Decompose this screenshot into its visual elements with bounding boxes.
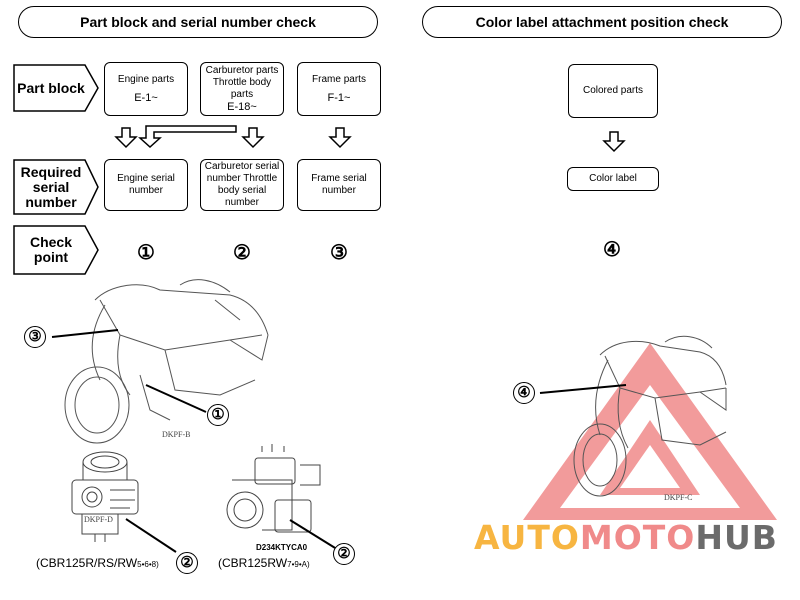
caption-sub: 7•9•A) — [287, 560, 310, 569]
part-block-label: Part block — [17, 79, 85, 96]
engine-serial-box: Engine serial number — [104, 159, 188, 211]
logo-part-2: MOTO — [579, 518, 696, 557]
logo-part-1: AUTO — [474, 518, 580, 557]
watermark-triangle — [523, 343, 777, 520]
serial-label: Engine serial number — [117, 173, 175, 196]
part-name: Carburetor parts Throttle body parts — [205, 65, 279, 100]
required-serial-label: Required serial number — [20, 163, 82, 210]
left-section-header: Part block and serial number check — [18, 6, 378, 38]
caption-main: (CBR125R/RS/RW — [36, 556, 138, 570]
caption-main: (CBR125RW — [218, 556, 288, 570]
color-label-text: Color label — [589, 173, 637, 184]
check-point-3: ③ — [329, 242, 349, 264]
fig-code-bike-left: DKPF-B — [162, 430, 191, 439]
callout-line — [145, 384, 207, 413]
tag-shape — [13, 64, 99, 112]
motorcycle-left-drawing — [64, 279, 269, 444]
watermark-logo: AUTOMOTOHUB — [474, 518, 778, 557]
colored-parts-label: Colored parts — [582, 85, 644, 96]
down-arrows — [114, 125, 626, 153]
callout-line — [51, 329, 119, 338]
check-point-tag: Check point — [13, 225, 99, 275]
arrow-down-icon — [241, 127, 265, 149]
part-block-tag: Part block — [13, 64, 99, 112]
frame-serial-box: Frame serial number — [297, 159, 381, 211]
arrow-down-icon — [602, 131, 626, 153]
fig-code-carb: DKPF-D — [84, 515, 113, 524]
carburetor-caption: (CBR125R/RS/RW5•6•8) — [36, 556, 159, 570]
carburetor-drawing — [71, 451, 139, 542]
serial-label: Frame serial number — [311, 173, 367, 196]
callout-1: ① — [207, 404, 229, 426]
carburetor-parts-box: Carburetor parts Throttle body parts E-1… — [200, 62, 284, 116]
required-serial-tag: Required serial number — [13, 159, 99, 215]
check-point-label: Check point — [29, 234, 73, 265]
tag-shape — [13, 159, 99, 215]
logo-part-3: HUB — [695, 518, 778, 557]
check-point-4: ④ — [602, 239, 622, 261]
colored-parts-box: Colored parts — [568, 64, 658, 118]
arrow-down-icon — [328, 127, 352, 149]
frame-parts-box: Frame parts F-1~ — [297, 62, 381, 116]
motorcycle-right-drawing — [573, 335, 727, 497]
callout-2-carb: ② — [176, 552, 198, 574]
arrow-down-icon — [114, 127, 138, 149]
callout-2-throttle: ② — [333, 543, 355, 565]
color-label-box: Color label — [567, 167, 659, 191]
carburetor-serial-box: Carburetor serial number Throttle body s… — [200, 159, 284, 211]
caption-sub: 5•6•8) — [137, 560, 159, 569]
tag-shape — [13, 225, 99, 275]
callout-4: ④ — [513, 382, 535, 404]
check-point-1: ① — [136, 242, 156, 264]
bent-arrow-icon — [138, 125, 237, 149]
part-code: E-1~ — [134, 92, 158, 104]
callout-line — [539, 384, 627, 394]
engine-parts-box: Engine parts E-1~ — [104, 62, 188, 116]
fig-code-bike-right: DKPF-C — [664, 493, 693, 502]
right-section-header: Color label attachment position check — [422, 6, 782, 38]
callout-3: ③ — [24, 326, 46, 348]
throttle-body-drawing — [226, 444, 321, 533]
throttle-body-code: D234KTYCA0 — [256, 543, 308, 552]
callout-line — [289, 519, 341, 552]
part-name: Frame parts — [312, 74, 366, 85]
part-code: E-18~ — [227, 101, 257, 113]
throttle-caption: (CBR125RW7•9•A) — [218, 556, 310, 570]
check-point-2: ② — [232, 242, 252, 264]
callout-line — [125, 518, 177, 553]
part-code: F-1~ — [327, 92, 351, 104]
part-name: Engine parts — [117, 74, 175, 85]
serial-label: Carburetor serial number Throttle body s… — [204, 161, 280, 208]
